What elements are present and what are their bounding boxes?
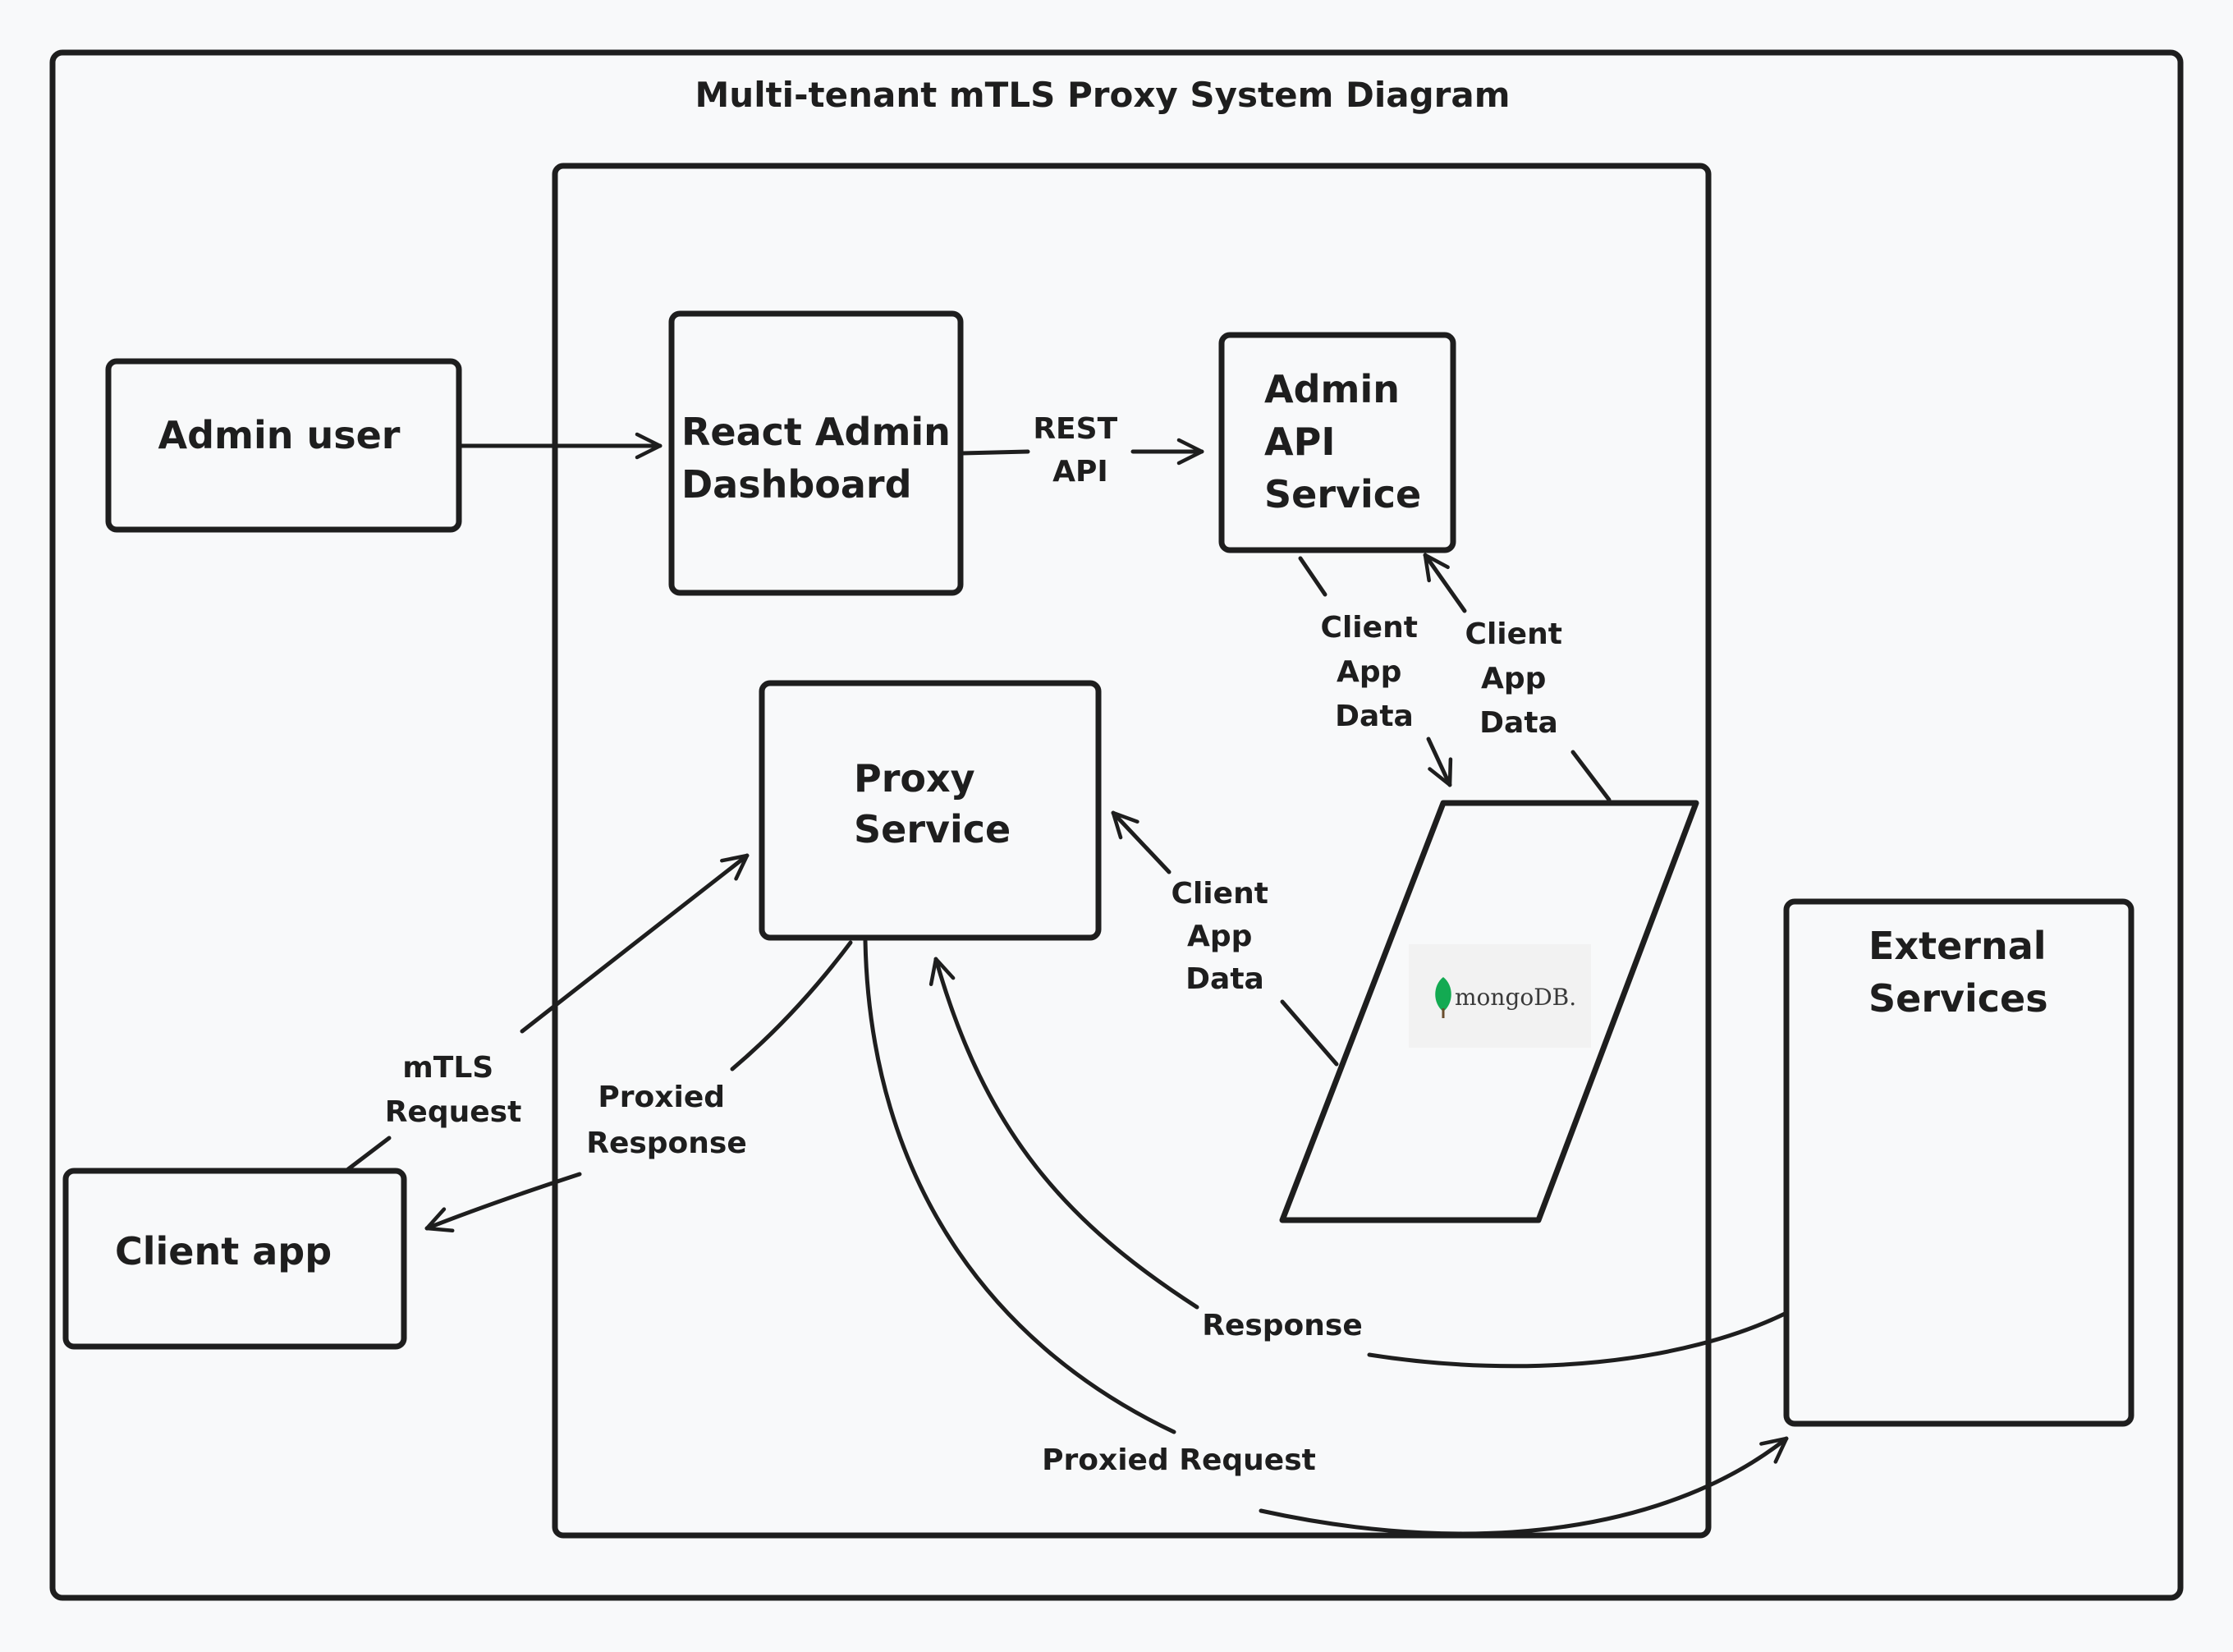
node-admin-user[interactable]: Admin user xyxy=(105,358,462,533)
edge-label-rest-api: REST API xyxy=(1033,412,1127,489)
external-services-label: External Services xyxy=(1868,924,2060,1021)
admin-user-label: Admin user xyxy=(158,413,400,457)
node-proxy-service[interactable]: Proxy Service xyxy=(759,680,1102,941)
mongodb-leaf-icon xyxy=(1435,977,1451,1012)
edge-proxy-to-external-segment xyxy=(863,938,1176,1434)
node-client-app[interactable]: Client app xyxy=(62,1168,407,1350)
edge-client-to-proxy-segment xyxy=(346,1136,392,1172)
edge-api-to-db xyxy=(1426,737,1453,787)
client-app-label: Client app xyxy=(115,1229,332,1273)
edge-label-client-app-data-to-db: Client App Data xyxy=(1321,611,1428,733)
edge-label-proxied-response: Proxied Response xyxy=(586,1081,747,1160)
admin-api-service-label: Admin API Service xyxy=(1264,367,1421,516)
edge-label-proxied-request: Proxied Request xyxy=(1042,1443,1316,1477)
edge-dashboard-to-api-segment xyxy=(960,449,1030,456)
diagram-title: Multi-tenant mTLS Proxy System Diagram xyxy=(695,75,1511,115)
edge-label-client-app-data-to-api: Client App Data xyxy=(1465,617,1573,740)
edge-label-client-app-data-to-proxy: Client App Data xyxy=(1172,877,1279,996)
react-admin-dashboard-label: React Admin Dashboard xyxy=(681,410,964,507)
node-database[interactable]: mongoDB. xyxy=(1279,800,1699,1223)
edge-api-to-db-segment xyxy=(1298,556,1327,597)
edge-client-to-proxy xyxy=(520,853,750,1034)
edge-db-to-api xyxy=(1423,553,1467,613)
edge-db-to-proxy-segment xyxy=(1280,999,1339,1067)
mongodb-logo: mongoDB. xyxy=(1409,944,1591,1048)
edge-label-response: Response xyxy=(1202,1309,1363,1342)
node-react-admin-dashboard[interactable]: React Admin Dashboard xyxy=(668,310,964,596)
proxy-service-label: Proxy Service xyxy=(854,756,1011,851)
edge-external-to-proxy xyxy=(1367,1311,1787,1369)
edge-proxy-to-client-segment xyxy=(730,940,853,1072)
edge-proxy-to-external xyxy=(1259,1436,1789,1536)
edge-proxy-to-client xyxy=(424,1172,582,1233)
node-admin-api-service[interactable]: Admin API Service xyxy=(1218,332,1456,553)
edge-external-to-proxy-arrow xyxy=(929,957,1199,1310)
edge-label-mtls-request: mTLS Request xyxy=(385,1051,522,1129)
node-external-services[interactable]: External Services xyxy=(1783,898,2134,1427)
mongodb-logo-text: mongoDB. xyxy=(1455,984,1576,1011)
outer-frame xyxy=(49,49,2184,1601)
system-boundary xyxy=(552,163,1712,1539)
edge-db-to-proxy xyxy=(1111,810,1172,874)
edge-db-to-api-segment xyxy=(1570,750,1612,802)
